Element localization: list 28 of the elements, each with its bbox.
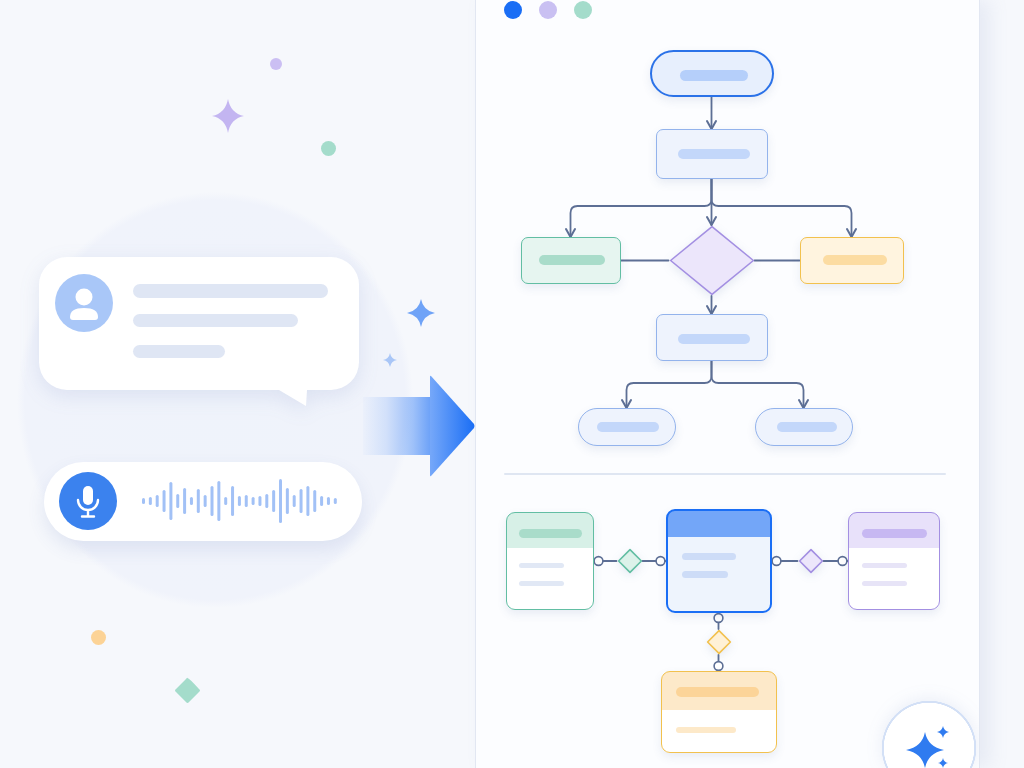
connector-line [753,259,801,262]
relationship-line [713,612,724,630]
arrow [706,96,717,130]
terminal-pill [754,408,853,446]
decision-diamond [668,225,755,296]
terminal-pill [577,408,676,446]
arrow [706,295,717,315]
process-box [655,129,768,179]
diagram-panel [475,0,980,768]
relationship-line [713,654,724,672]
relationship-line [641,555,667,567]
terminal-pill [649,50,774,97]
arrow [710,178,857,238]
process-box [520,237,621,284]
relationship-line [822,555,849,567]
relationship-diamond [797,548,824,574]
entity-table [505,512,594,610]
connector-line [619,259,670,262]
relationship-line [592,555,618,567]
process-box [655,314,768,361]
relationship-diamond [705,629,732,655]
entity-table [665,509,772,613]
relationship-line [770,555,799,567]
process-box [799,237,904,284]
arrow [710,360,809,409]
relationship-diamond [616,548,643,574]
entity-table [847,512,940,610]
entity-table [660,671,777,753]
